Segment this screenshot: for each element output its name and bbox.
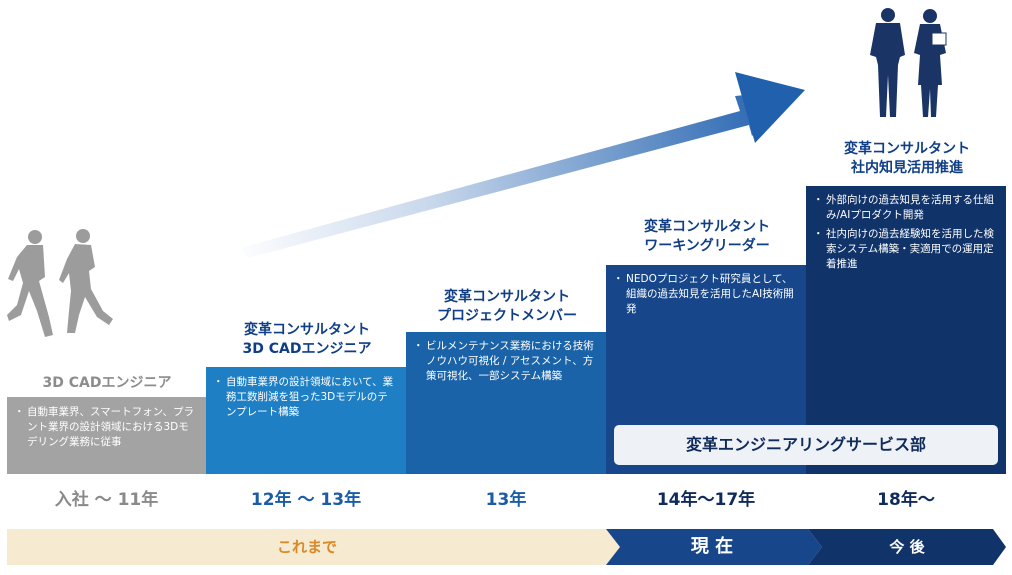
engineers-silhouette-icon: [7, 229, 113, 337]
consultants-silhouette-icon: [870, 8, 947, 117]
stage5-title: 変革コンサルタント 社内知見活用推進: [844, 141, 970, 176]
stage3-title: 変革コンサルタント プロジェクトメンバー: [437, 289, 577, 324]
stage4-title: 変革コンサルタント ワーキングリーダー: [644, 219, 770, 254]
stage5-item: 社内向けの過去経験知を活用した検索システム構築・実適用での運用定着推進: [813, 227, 998, 272]
department-label: 変革エンジニアリングサービス部: [614, 425, 998, 465]
stage3-item: ビルメンテナンス業務における技術ノウハウ可視化 / アセスメント、方策可視化、一…: [413, 339, 598, 384]
stage1-item: 自動車業界、スマートフォン、プラント業界の設計領域における3Dモデリング業務に従…: [14, 405, 198, 450]
stage3-block: ビルメンテナンス業務における技術ノウハウ可視化 / アセスメント、方策可視化、一…: [406, 332, 606, 474]
stage2-item: 自動車業界の設計領域において、業務工数削減を狙った3Dモデルのテンプレート構築: [213, 375, 398, 420]
stage2-block: 自動車業界の設計領域において、業務工数削減を狙った3Dモデルのテンプレート構築: [206, 367, 406, 474]
stage1-block: 自動車業界、スマートフォン、プラント業界の設計領域における3Dモデリング業務に従…: [7, 397, 206, 474]
period-label: 14年～17年: [656, 490, 756, 510]
stage5-item: 外部向けの過去知見を活用する仕組み/AIプロダクト開発: [813, 193, 998, 223]
phase-present-label: 現 在: [690, 536, 734, 557]
stage4-item: NEDOプロジェクト研究員として、組織の過去知見を活用したAI技術開発: [613, 272, 798, 317]
period-label: 12年 ～ 13年: [250, 490, 362, 510]
phase-past-label: これまで: [276, 538, 337, 556]
period-label: 13年: [485, 490, 527, 510]
period-label: 入社 ～ 11年: [54, 490, 159, 510]
stage2-title: 変革コンサルタント 3D CADエンジニア: [242, 322, 372, 357]
stage1-title: 3D CADエンジニア: [42, 375, 172, 391]
period-label: 18年～: [877, 490, 935, 510]
phase-future-label: 今 後: [889, 538, 925, 556]
phase-bar: [7, 529, 1006, 565]
